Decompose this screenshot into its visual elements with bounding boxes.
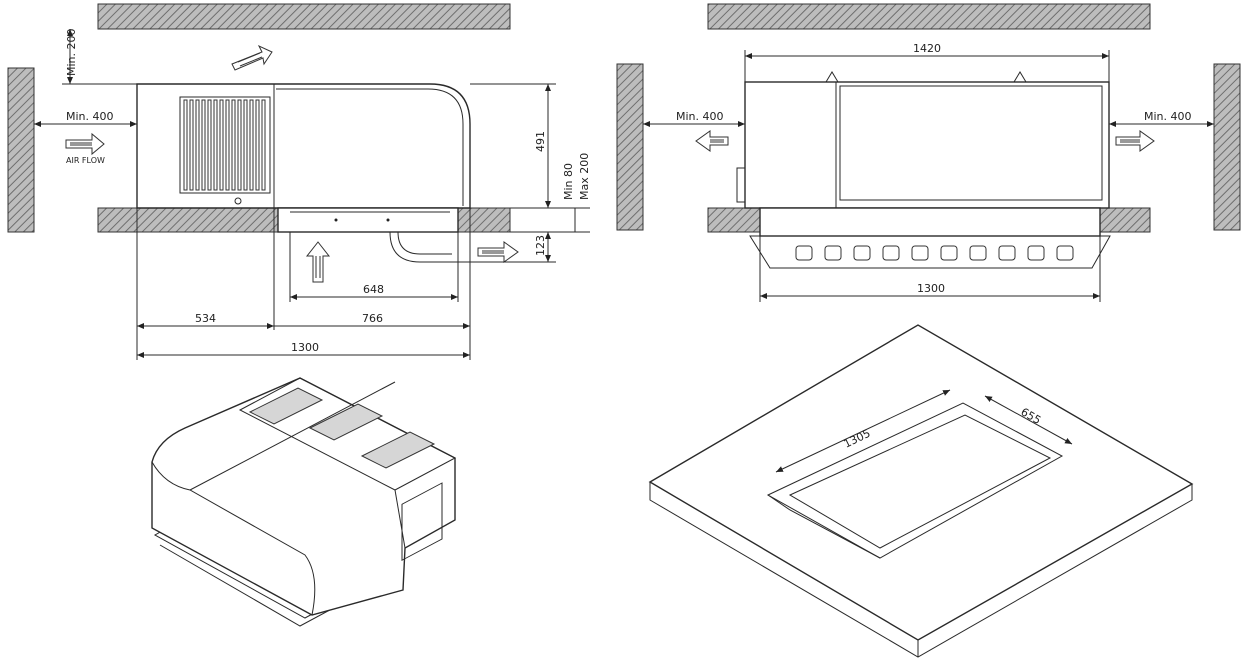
dim-min400-right: Min. 400 (1144, 110, 1192, 123)
drip-tray (749, 235, 1111, 269)
fan-outlet (998, 245, 1016, 261)
iso-fan-grilles (248, 387, 436, 469)
dim-648: 648 (363, 283, 384, 296)
ceiling-slab-left (97, 207, 279, 233)
isometric-unit (151, 377, 457, 627)
electrical-box (736, 167, 746, 203)
fan-outlet (940, 245, 958, 261)
ceiling-slab-left-2 (707, 207, 763, 233)
grille-slat (183, 99, 188, 191)
dim-1420: 1420 (913, 42, 941, 55)
grille-slat (249, 99, 254, 191)
airflow-arrow-right (477, 241, 519, 263)
ceiling-wall-top-right (707, 3, 1151, 30)
dim-534: 534 (195, 312, 216, 325)
grille-slat (243, 99, 248, 191)
side-wall-left (7, 67, 35, 233)
fan-outlet (824, 245, 842, 261)
grille-slat (219, 99, 224, 191)
ceiling-slab-top (648, 324, 1194, 641)
fan-outlet (911, 245, 929, 261)
dim-491: 491 (534, 131, 547, 152)
airflow-arrow-up (305, 241, 331, 283)
dim-1300-side: 1300 (917, 282, 945, 295)
airflow-arrow-side-left (695, 130, 729, 152)
grille-slat (189, 99, 194, 191)
iso-body (151, 377, 456, 616)
condenser-grille (179, 96, 271, 194)
side-wall-left-2 (616, 63, 644, 231)
iso-top-panel (238, 377, 457, 491)
label-airflow: AIR FLOW (66, 156, 105, 165)
grille-slat (195, 99, 200, 191)
dim-max200: Max 200 (578, 153, 591, 200)
airflow-arrow-left (65, 132, 105, 156)
grille-slat (201, 99, 206, 191)
iso-fan-grille (360, 431, 436, 469)
front-view: Min. 200 Min. 400 AIR FLOW 491 Min 80 Ma… (7, 3, 591, 360)
dim-min200: Min. 200 (65, 28, 78, 76)
grille-slat (207, 99, 212, 191)
side-wall-right-2 (1213, 63, 1241, 231)
dim-min80: Min 80 (562, 163, 575, 200)
grille-slat (225, 99, 230, 191)
dim-1300-front: 1300 (291, 341, 319, 354)
fan-outlet (882, 245, 900, 261)
ceiling-wall-top (97, 3, 511, 30)
fan-outlet (1027, 245, 1045, 261)
ceiling-slab-right (457, 207, 511, 233)
dim-min400-left: Min. 400 (676, 110, 724, 123)
fan-outlet (1056, 245, 1074, 261)
drain-pipe (389, 231, 459, 263)
grille-slat (255, 99, 260, 191)
ceiling-slab-right-2 (1097, 207, 1151, 233)
evaporator-side (759, 207, 1101, 237)
iso-side-grille (401, 482, 443, 562)
iso-fan-grille (248, 387, 324, 425)
grille-slat (213, 99, 218, 191)
lifting-lug-1 (825, 71, 839, 83)
grille-slat (261, 99, 266, 191)
ceiling-opening: 1305 655 (648, 324, 1194, 658)
fan-outlet (969, 245, 987, 261)
fan-outlet (853, 245, 871, 261)
dim-123: 123 (534, 235, 547, 256)
dim-766: 766 (362, 312, 383, 325)
fan-outlet (795, 245, 813, 261)
dim-min400: Min. 400 (66, 110, 114, 123)
iso-fan-grille (308, 403, 384, 441)
grille-slat (237, 99, 242, 191)
airflow-arrow-side-right (1115, 130, 1155, 152)
unit-side-body (744, 81, 1110, 209)
airflow-arrow-top (231, 44, 273, 71)
side-view: 1420 Min. 400 Min. 400 1300 (616, 3, 1241, 302)
fan-row (795, 245, 1074, 261)
lifting-lug-2 (1013, 71, 1027, 83)
grille-slat (231, 99, 236, 191)
